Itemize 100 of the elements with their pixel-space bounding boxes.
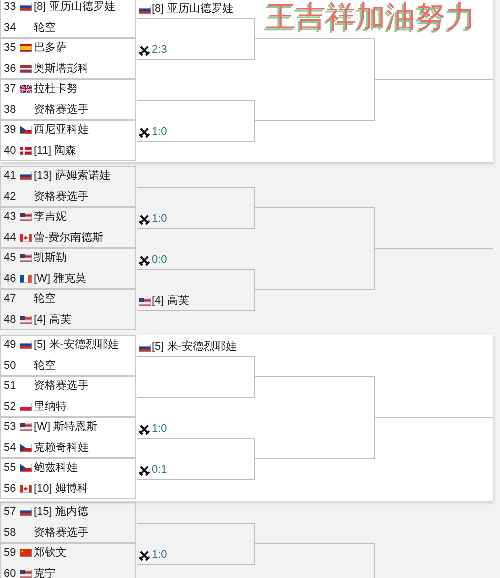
draw-number: 55 xyxy=(4,461,16,475)
bracket-slot xyxy=(137,0,255,18)
player-name: [4] 高芙 xyxy=(34,312,72,326)
draw-number: 51 xyxy=(4,379,16,393)
draw-number: 58 xyxy=(4,526,16,540)
bracket-connector xyxy=(374,376,376,418)
match-score: 1:0 xyxy=(152,548,168,562)
player-name: 轮空 xyxy=(34,20,56,34)
bracket-connector xyxy=(254,522,256,544)
bracket-line xyxy=(375,79,493,80)
winner-name: [5] 米-安德烈耶娃 xyxy=(152,340,237,354)
draw-number: 33 xyxy=(4,0,16,14)
bracket-connector xyxy=(254,356,256,377)
draw-number: 41 xyxy=(4,169,16,183)
draw-number: 38 xyxy=(4,102,16,116)
bracket-connector xyxy=(254,120,256,142)
winner-name: [8] 亚历山德罗娃 xyxy=(152,2,234,16)
match-card xyxy=(0,0,136,38)
match-card xyxy=(0,458,136,499)
match-score: 0:0 xyxy=(152,252,168,266)
match-score: 1:0 xyxy=(152,124,168,138)
player-name: 拉杜卡努 xyxy=(34,82,78,96)
draw-number: 37 xyxy=(4,82,16,96)
player-name: 凯斯勒 xyxy=(34,251,67,265)
player-name: [11] 陶森 xyxy=(34,144,77,158)
player-name: [10] 姆博科 xyxy=(34,482,88,496)
player-name: 资格赛选手 xyxy=(34,379,89,393)
player-name: [W] 雅克莫 xyxy=(34,272,87,286)
bracket-line xyxy=(255,543,375,544)
player-name: 轮空 xyxy=(34,292,56,306)
match-card xyxy=(0,79,136,120)
bracket-connector xyxy=(254,289,256,310)
player-name: 里纳特 xyxy=(34,400,67,414)
match-card xyxy=(0,502,136,543)
match-card xyxy=(0,207,136,248)
bracket-connector xyxy=(254,438,256,459)
bracket-connector xyxy=(254,268,256,290)
section-panel xyxy=(0,0,493,162)
bracket-connector xyxy=(374,79,376,121)
player-name: 轮空 xyxy=(34,358,56,372)
match-score: 2:3 xyxy=(152,42,168,56)
match-card xyxy=(0,543,136,578)
bracket-slot xyxy=(137,292,255,310)
bracket-line xyxy=(137,396,255,398)
player-name: 李吉妮 xyxy=(34,210,67,224)
match-card xyxy=(0,417,136,458)
match-card xyxy=(0,335,136,376)
player-name: 奥斯塔彭科 xyxy=(34,62,89,76)
draw-number: 45 xyxy=(4,251,16,265)
player-name: 资格赛选手 xyxy=(34,526,89,540)
player-name: [8] 亚历山德罗娃 xyxy=(34,0,116,14)
player-name: 资格赛选手 xyxy=(34,102,89,116)
bracket-connector xyxy=(374,38,376,80)
bracket-slot xyxy=(137,338,255,356)
player-name: 鲍兹科娃 xyxy=(34,461,78,475)
bracket-line xyxy=(255,289,375,290)
bracket-line xyxy=(137,522,255,524)
draw-number: 35 xyxy=(4,41,16,55)
draw-number: 60 xyxy=(4,566,16,578)
match-card xyxy=(0,38,136,79)
bracket-connector xyxy=(374,207,376,249)
player-name: 蕾-费尔南德斯 xyxy=(34,230,104,244)
match-card xyxy=(0,166,136,207)
match-card xyxy=(0,376,136,417)
bracket-line xyxy=(255,458,375,459)
bracket-connector xyxy=(254,376,256,398)
match-score: 0:1 xyxy=(152,462,168,476)
bracket-line xyxy=(255,38,375,39)
bracket-connector xyxy=(374,248,376,290)
match-card xyxy=(0,120,136,161)
player-name: [13] 萨姆索诺娃 xyxy=(34,169,110,183)
draw-number: 36 xyxy=(4,62,16,76)
overlay-caption: 王吉祥加油努力 xyxy=(266,3,476,33)
match-score: 1:0 xyxy=(152,212,168,226)
player-name: 郑钦文 xyxy=(34,546,67,560)
player-name: 资格赛选手 xyxy=(34,190,89,204)
match-score: 1:0 xyxy=(152,422,168,436)
section-panel xyxy=(0,335,493,501)
player-name: 巴多萨 xyxy=(34,41,67,55)
draw-number: 39 xyxy=(4,123,16,137)
draw-number: 52 xyxy=(4,400,16,414)
bracket-line xyxy=(255,207,375,208)
draw-number: 48 xyxy=(4,312,16,326)
bracket-connector xyxy=(254,207,256,228)
bracket-connector xyxy=(254,38,256,60)
bracket-connector xyxy=(254,458,256,480)
draw-number: 54 xyxy=(4,440,16,454)
draw-number: 53 xyxy=(4,420,16,434)
draw-number: 49 xyxy=(4,338,16,352)
draw-number: 42 xyxy=(4,190,16,204)
draw-number: 47 xyxy=(4,292,16,306)
bracket-connector xyxy=(374,543,376,578)
draw-number: 43 xyxy=(4,210,16,224)
bracket-line xyxy=(255,376,375,377)
player-name: [5] 米-安德烈耶娃 xyxy=(34,338,119,352)
bracket-connector xyxy=(254,543,256,564)
draw-number: 34 xyxy=(4,20,16,34)
player-name: 克赖奇科娃 xyxy=(34,440,89,454)
draw-number: 56 xyxy=(4,482,16,496)
player-name: 克宁 xyxy=(34,566,56,578)
